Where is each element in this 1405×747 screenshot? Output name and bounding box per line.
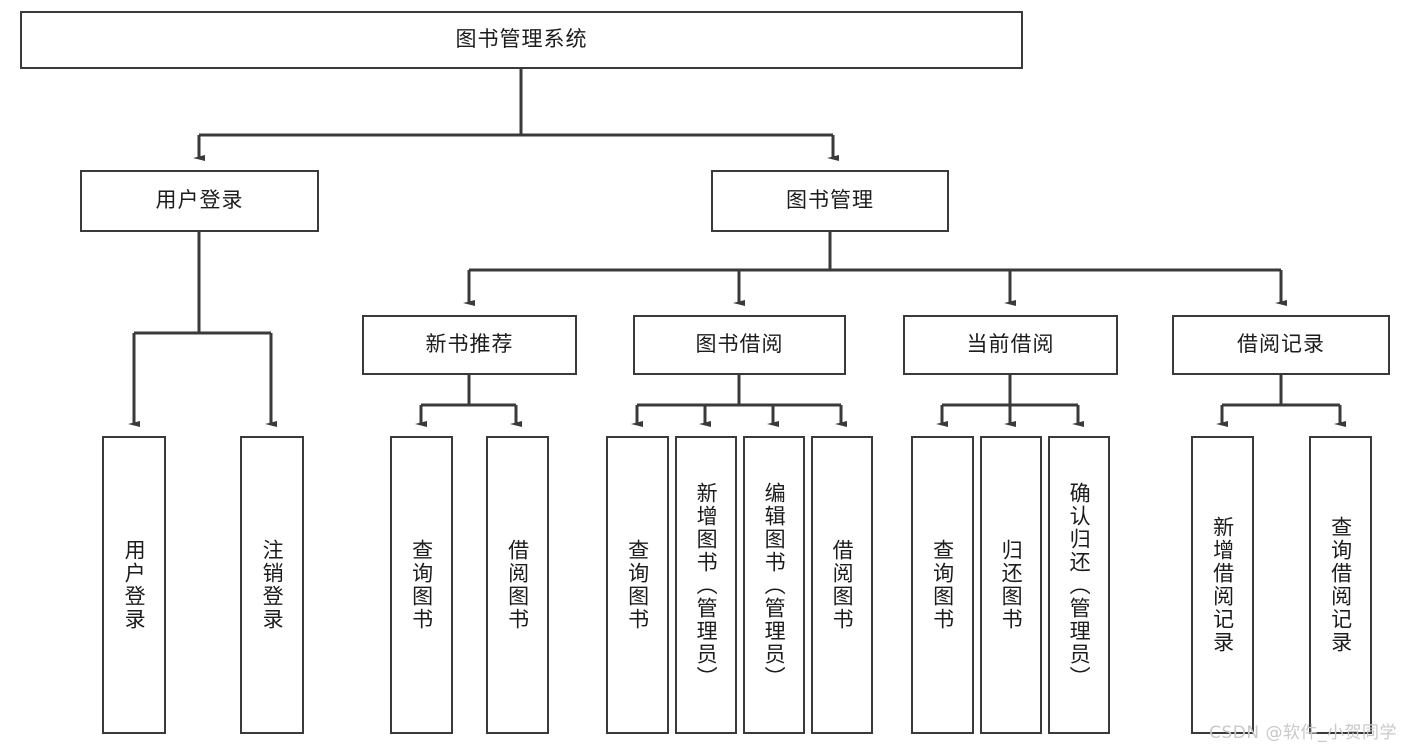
node-leaf-borrow-book-2[interactable]: 借阅图书	[811, 436, 873, 734]
node-label: 新书推荐	[425, 332, 514, 357]
node-leaf-edit-book[interactable]: 编辑图书（管理员）	[743, 436, 805, 734]
node-borrow-record[interactable]: 借阅记录	[1172, 315, 1390, 375]
node-label: 用户登录	[155, 188, 244, 213]
node-leaf-query-book-2[interactable]: 查询图书	[606, 436, 669, 734]
node-label: 图书管理系统	[455, 27, 588, 52]
node-label: 新增图书（管理员）	[694, 481, 719, 689]
node-label: 新增借阅记录	[1210, 516, 1235, 654]
node-label: 当前借阅	[966, 332, 1055, 357]
node-label: 查询借阅记录	[1328, 516, 1353, 654]
node-leaf-user-login[interactable]: 用户登录	[102, 436, 166, 734]
node-current-borrow[interactable]: 当前借阅	[903, 315, 1118, 375]
node-label: 用户登录	[122, 539, 147, 631]
node-leaf-return-book[interactable]: 归还图书	[980, 436, 1042, 734]
node-label: 借阅图书	[830, 539, 855, 631]
node-label: 查询图书	[930, 539, 955, 631]
node-leaf-query-record[interactable]: 查询借阅记录	[1309, 436, 1372, 734]
node-leaf-confirm-return[interactable]: 确认归还（管理员）	[1048, 436, 1110, 734]
node-label: 确认归还（管理员）	[1067, 481, 1092, 689]
node-leaf-add-record[interactable]: 新增借阅记录	[1191, 436, 1254, 734]
node-book-borrow[interactable]: 图书借阅	[633, 315, 846, 375]
node-label: 查询图书	[625, 539, 650, 631]
node-book-manage[interactable]: 图书管理	[711, 170, 949, 232]
node-user-login[interactable]: 用户登录	[80, 170, 319, 232]
node-label: 归还图书	[999, 539, 1024, 631]
node-label: 注销登录	[260, 539, 285, 631]
node-label: 查询图书	[409, 539, 434, 631]
node-label: 图书管理	[786, 188, 874, 213]
node-leaf-add-book[interactable]: 新增图书（管理员）	[675, 436, 737, 734]
node-leaf-query-book-3[interactable]: 查询图书	[911, 436, 974, 734]
node-new-book-recommend[interactable]: 新书推荐	[362, 315, 577, 375]
node-label: 借阅图书	[505, 539, 530, 631]
node-label: 编辑图书（管理员）	[762, 481, 787, 689]
node-leaf-borrow-book-1[interactable]: 借阅图书	[486, 436, 549, 734]
node-book-management-system[interactable]: 图书管理系统	[20, 11, 1023, 69]
node-leaf-query-book-1[interactable]: 查询图书	[390, 436, 453, 734]
node-label: 图书借阅	[695, 332, 784, 357]
node-label: 借阅记录	[1237, 332, 1325, 357]
node-leaf-logout-login[interactable]: 注销登录	[240, 436, 304, 734]
csdn-watermark: CSDN @软件_小贺同学	[1209, 723, 1397, 743]
